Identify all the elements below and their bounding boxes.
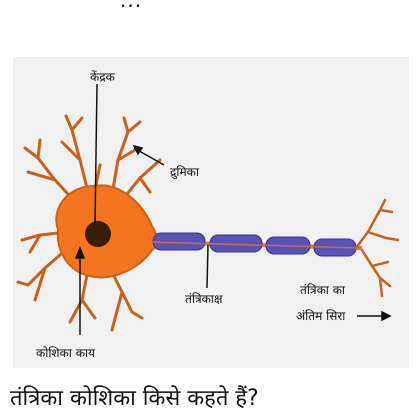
pointer-lines: [74, 83, 392, 335]
question-caption: तंत्रिका कोशिका किसे कहते हैं?: [10, 386, 259, 411]
axon-terminal-label-line1: तंत्रिका का: [300, 283, 346, 297]
dendrite-label: द्रुमिका: [170, 165, 199, 179]
nucleus-label: केंद्रक: [90, 70, 115, 84]
nucleus-shape: [85, 221, 111, 247]
cell-body-label: कोशिका काय: [36, 346, 96, 360]
axon-terminals: [354, 198, 400, 298]
previous-text-fragment: ...: [120, 0, 143, 12]
axon-terminal-label-line2: अंतिम सिरा: [296, 309, 346, 323]
axon-label: तंत्रिकाक्ष: [185, 292, 223, 306]
dendrites: [16, 114, 162, 332]
